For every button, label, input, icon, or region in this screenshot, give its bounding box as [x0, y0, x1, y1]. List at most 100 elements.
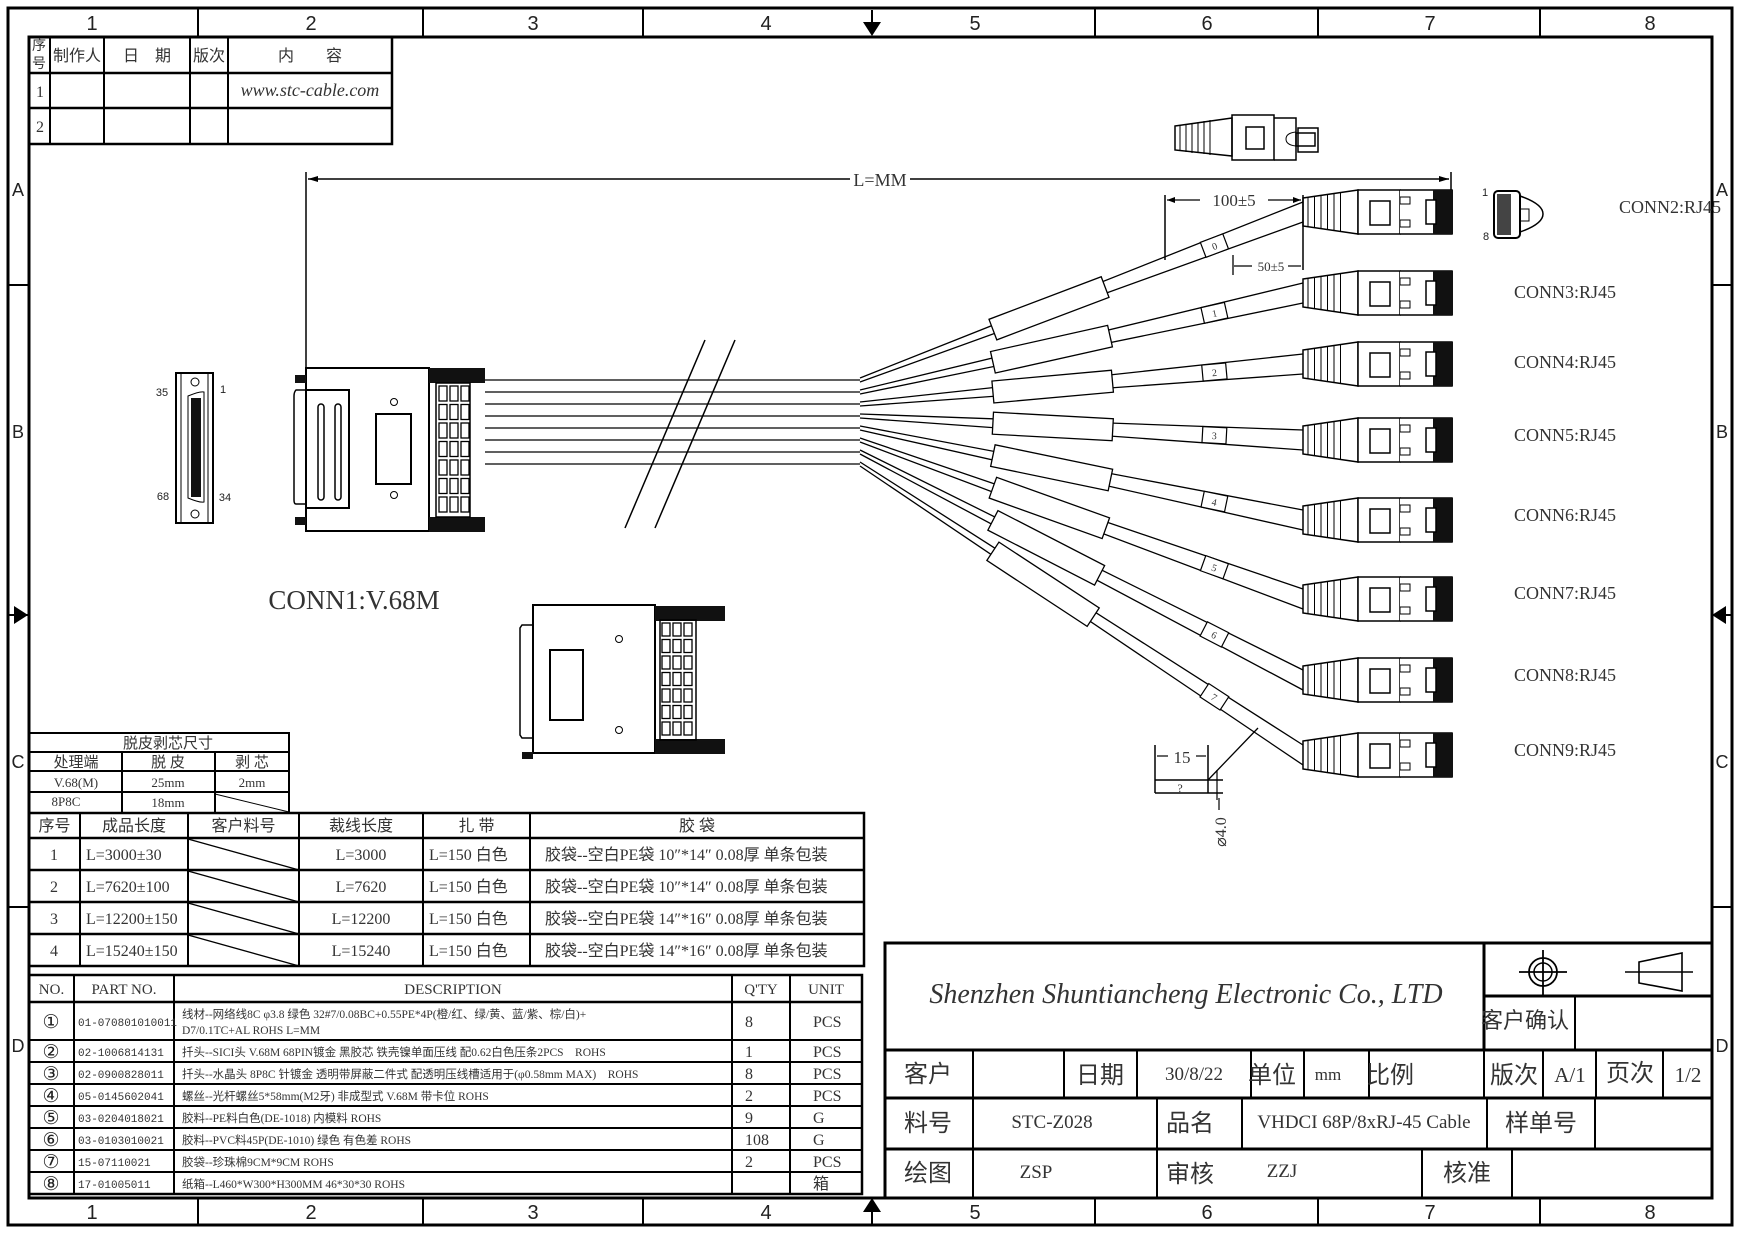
bom-table-header: NO. — [39, 982, 64, 998]
rj-pin-1-label: 1 — [1482, 187, 1488, 199]
bom-table-header: DESCRIPTION — [404, 982, 502, 998]
cable-marker: 6 — [1199, 620, 1230, 648]
frame-row-label: D — [12, 1036, 25, 1056]
frame-column-label: 8 — [1644, 1202, 1655, 1224]
rj45-plug — [1302, 497, 1453, 543]
version-label: 版次 — [1490, 1062, 1538, 1089]
checked-by-value: ZZJ — [1267, 1161, 1298, 1182]
frame-row-label: C — [12, 752, 25, 772]
boot-rib — [449, 496, 459, 513]
dim-q-label: ? — [1177, 781, 1182, 795]
boot-rib — [438, 459, 448, 476]
bom-description-line2: D7/0.1TC+AL ROHS L=MM — [182, 1025, 320, 1037]
strip-cell: 8P8C — [52, 794, 81, 809]
boot-rib — [449, 422, 459, 439]
length-table-cell: 3 — [50, 911, 58, 928]
rj45-connector-label: CONN4:RJ45 — [1514, 352, 1616, 372]
dim-15-label: 15 — [1174, 748, 1191, 767]
rj45-plug — [1302, 341, 1453, 387]
bom-item-number: ② — [42, 1042, 59, 1063]
cable-marker: 7 — [1199, 682, 1230, 711]
length-table-cell: L=150 白色 — [429, 846, 508, 864]
product-name-label: 品名 — [1166, 1110, 1214, 1137]
heat-shrink-sleeve — [985, 541, 1101, 628]
length-table-cell: 胶袋--空白PE袋 10″*14″ 0.08厚 单条包装 — [545, 846, 828, 864]
bom-unit: PCS — [813, 1066, 841, 1083]
boot-rib — [661, 704, 671, 720]
part-no-value: STC-Z028 — [1011, 1112, 1092, 1133]
length-table-cell: 2 — [50, 879, 58, 896]
pin-35-label: 35 — [156, 387, 168, 399]
bom-part-number: 03-0103010021 — [78, 1136, 164, 1148]
bom-quantity: 108 — [745, 1132, 769, 1149]
empty-cell-slash — [187, 902, 300, 935]
rj-pin-8-label: 8 — [1483, 231, 1489, 243]
strip-cell: 25mm — [151, 775, 184, 790]
rev-row-no: 1 — [36, 84, 44, 101]
rj45-top-view — [1174, 114, 1319, 161]
strip-cell: 18mm — [151, 795, 184, 810]
length-table-header: 胶 袋 — [679, 817, 715, 835]
boot-rib — [683, 671, 693, 687]
rj45-connector-label: CONN7:RJ45 — [1514, 583, 1616, 603]
length-table-header: 扎 带 — [458, 817, 494, 835]
frame-column-label: 5 — [969, 1202, 980, 1224]
cable-marker-number: 4 — [1211, 497, 1218, 509]
length-label: L=MM — [853, 170, 906, 190]
dimension-100-50: 100±5 50±5 — [1164, 191, 1304, 275]
strip-header: 脱 皮 — [151, 754, 185, 771]
boot-rib — [661, 655, 671, 670]
empty-cell-slash — [187, 870, 300, 903]
outer-border — [6, 6, 1734, 1227]
bom-unit: 箱 — [813, 1175, 829, 1193]
boot-rib — [460, 385, 470, 402]
boot-rib — [460, 403, 470, 421]
heat-shrink-sleeve — [989, 444, 1114, 492]
boot-rib — [449, 385, 459, 402]
rj45-connector-label: CONN6:RJ45 — [1514, 505, 1616, 525]
bom-table-header: Q'TY — [744, 982, 778, 998]
cable-marker-number: 3 — [1212, 431, 1218, 442]
boot-rib — [661, 622, 671, 637]
bom-unit: G — [813, 1132, 825, 1149]
vhdci-pin-face: 35 1 68 34 — [156, 372, 231, 524]
frame-column-label: 6 — [1201, 13, 1212, 35]
frame-column-label: 2 — [305, 13, 316, 35]
pin-34-label: 34 — [219, 492, 231, 504]
rj45-plug — [1302, 270, 1453, 316]
conn1-label: CONN1:V.68M — [268, 585, 439, 615]
approved-by-label: 核准 — [1443, 1160, 1491, 1187]
frame-column-label: 4 — [760, 13, 771, 35]
boot-rib — [449, 477, 459, 495]
length-table-cell: 4 — [50, 943, 58, 960]
bom-quantity: 2 — [745, 1088, 753, 1105]
boot-rib — [438, 496, 448, 513]
product-name-value: VHDCI 68P/8xRJ-45 Cable — [1257, 1112, 1470, 1133]
heat-shrink-sleeve — [991, 369, 1115, 404]
length-table-cell: L=15240±150 — [86, 943, 178, 960]
cable-marker-number: 2 — [1212, 368, 1218, 379]
bom-item-number: ⑤ — [42, 1108, 59, 1129]
boot-rib — [672, 655, 682, 670]
vhdci-connector-main — [293, 367, 485, 532]
bom-part-number: 15-07110021 — [78, 1158, 151, 1170]
length-table-cell: L=150 白色 — [429, 942, 508, 960]
cable-marker-number: 1 — [1211, 308, 1218, 320]
boot-rib — [672, 671, 682, 687]
frame-column-label: 5 — [969, 13, 980, 35]
strip-header: 处理端 — [53, 754, 98, 771]
rj45-plug — [1302, 576, 1453, 622]
boot-rib — [672, 622, 682, 637]
frame-row-label: A — [12, 180, 24, 200]
boot-rib — [449, 459, 459, 476]
rev-header-no-2: 号 — [32, 57, 46, 72]
cable-marker: 2 — [1201, 362, 1228, 382]
date-label: 日期 — [1076, 1063, 1124, 1089]
bom-unit: PCS — [813, 1154, 841, 1171]
rj45-connector-label: CONN2:RJ45 — [1619, 197, 1721, 217]
dim-50-label: 50±5 — [1258, 259, 1285, 274]
length-table-cell: L=12200 — [332, 911, 391, 928]
bom-unit: PCS — [813, 1044, 841, 1061]
website-link[interactable]: www.stc-cable.com — [241, 80, 380, 100]
